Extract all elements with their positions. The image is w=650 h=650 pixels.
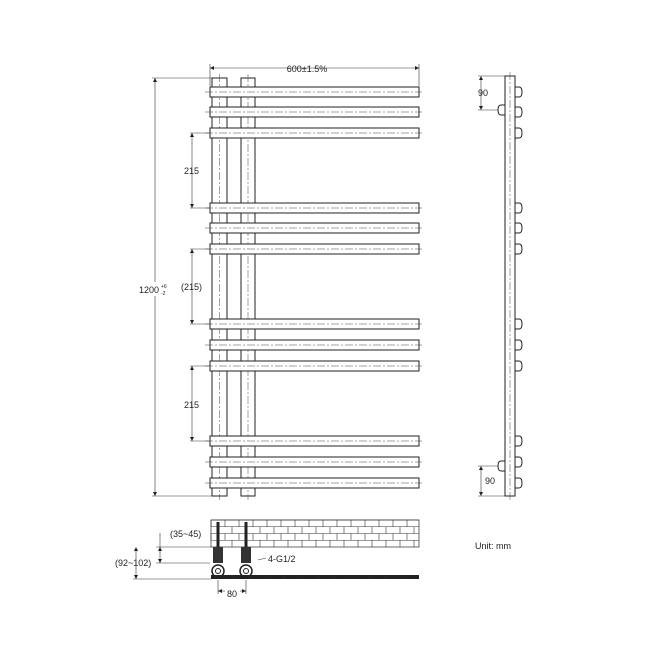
side-view — [478, 72, 523, 500]
arrowhead — [190, 204, 194, 208]
arrowhead — [415, 66, 419, 70]
arrowhead — [158, 547, 162, 551]
height-tolerance-lower: -2 — [161, 291, 166, 297]
spacing-dimension-1: 215 — [184, 166, 199, 176]
radiator-bottom-bar — [211, 575, 419, 579]
arrowhead — [210, 66, 214, 70]
front-view — [152, 64, 422, 500]
valve-body — [213, 547, 223, 563]
arrowhead — [153, 78, 157, 82]
arrowhead — [479, 466, 483, 470]
valve-body — [241, 547, 251, 563]
bar-end-cap — [515, 339, 523, 351]
pipe-spacing-dimension: 80 — [227, 589, 237, 599]
bar-end-cap — [515, 435, 523, 447]
bar-end-cap — [515, 202, 523, 214]
bar-end-cap — [515, 477, 523, 489]
arrowhead — [479, 106, 483, 110]
arrowhead — [190, 366, 194, 370]
pipe-height-dimension: (92~102) — [115, 558, 151, 568]
valve-core — [215, 568, 221, 574]
arrowhead — [242, 589, 246, 593]
unit-note: Unit: mm — [475, 541, 511, 551]
spacing-dimension-2: (215) — [181, 282, 202, 292]
connection-label: 4-G1/2 — [268, 554, 296, 564]
bar-end-cap — [515, 243, 523, 255]
bar-end-cap — [515, 318, 523, 330]
bottom-view — [133, 519, 420, 594]
bar-end-cap — [515, 86, 523, 98]
height-dimension-label: 1200 — [139, 285, 159, 295]
arrowhead — [479, 76, 483, 80]
arrowhead — [153, 492, 157, 496]
side-top-dimension: 90 — [478, 88, 488, 98]
wall-bracket — [497, 104, 505, 116]
arrowhead — [190, 437, 194, 441]
width-dimension-label: 600±1.5% — [287, 64, 327, 74]
side-bottom-dimension: 90 — [485, 476, 495, 486]
spacing-dimension-3: 215 — [184, 400, 199, 410]
supply-pipe — [244, 522, 248, 547]
wall-bracket — [497, 460, 505, 472]
arrowhead — [479, 492, 483, 496]
arrowhead — [190, 320, 194, 324]
height-tolerance-upper: +6 — [161, 284, 167, 290]
bar-end-cap — [515, 360, 523, 372]
arrowhead — [190, 133, 194, 137]
bar-end-cap — [515, 222, 523, 234]
arrowhead — [134, 547, 138, 551]
bar-end-cap — [515, 456, 523, 468]
arrowhead — [158, 559, 162, 563]
bar-end-cap — [515, 127, 523, 139]
leader-line — [257, 557, 267, 561]
supply-pipe — [216, 522, 220, 547]
valve-core — [243, 568, 249, 574]
bar-end-cap — [515, 106, 523, 118]
arrowhead — [190, 249, 194, 253]
wall-offset-dimension: (35~45) — [170, 529, 201, 539]
arrowhead — [134, 575, 138, 579]
arrowhead — [218, 589, 222, 593]
